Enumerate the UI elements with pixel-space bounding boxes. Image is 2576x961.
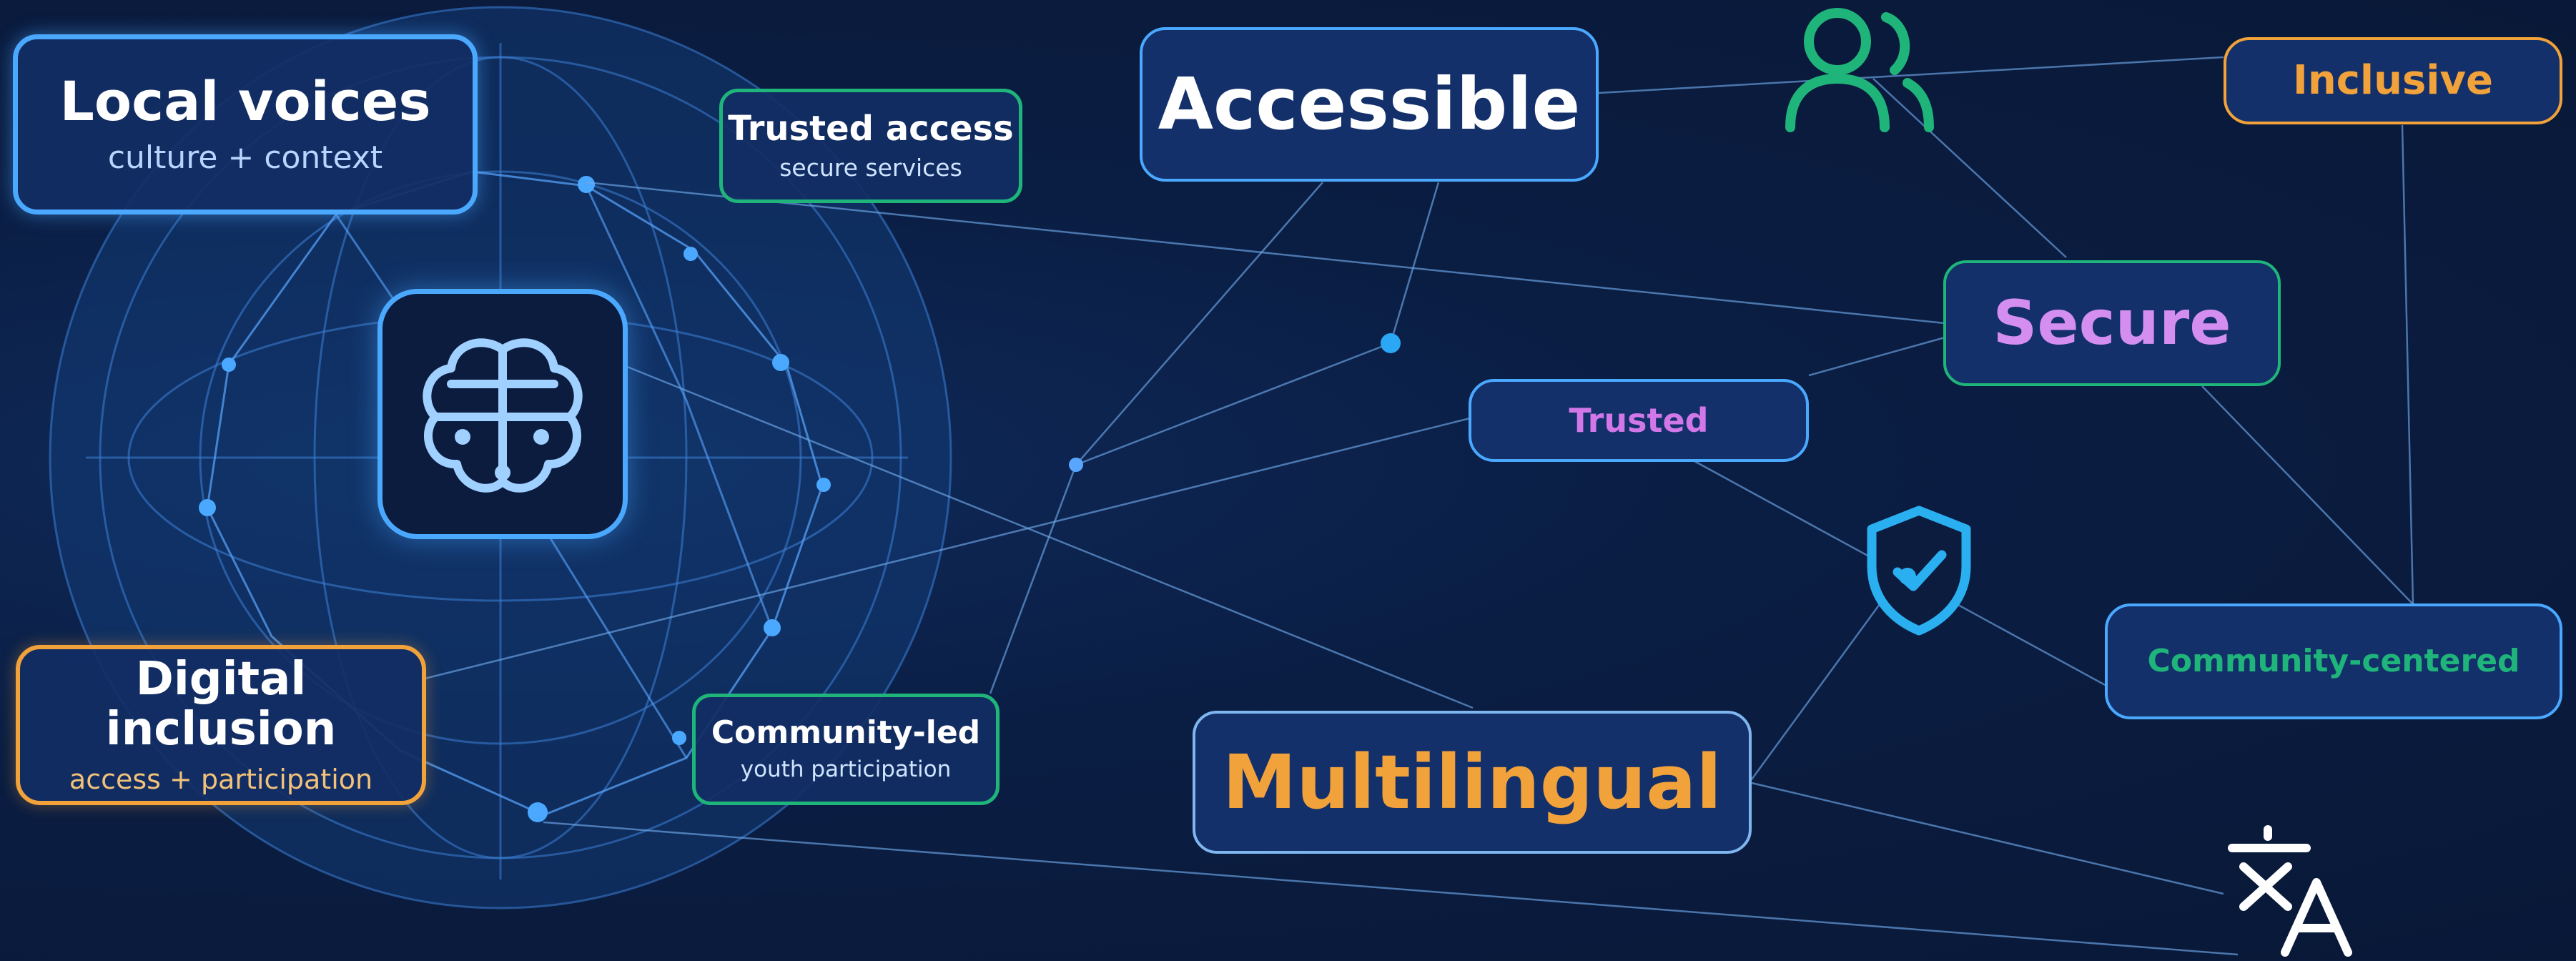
card-local-voices: Local voices culture + context xyxy=(13,34,478,215)
card-subtitle: youth participation xyxy=(740,756,952,782)
node-label: Community-centered xyxy=(2147,642,2520,679)
translate-icon xyxy=(2224,824,2367,958)
connector xyxy=(1751,782,2224,895)
card-title: Community-led xyxy=(711,714,981,751)
node-accessible: Accessible xyxy=(1140,27,1599,182)
node-inclusive: Inclusive xyxy=(2224,37,2562,124)
globe-node xyxy=(528,802,548,822)
users-icon xyxy=(1780,4,1938,133)
users-glyph xyxy=(1785,8,1934,132)
node-label: Trusted xyxy=(1569,400,1709,440)
card-title: Trusted access xyxy=(728,108,1014,149)
shield-check-glyph xyxy=(1867,506,1971,636)
globe-node xyxy=(199,499,216,516)
globe-node xyxy=(672,731,686,745)
junction-dot xyxy=(1381,333,1401,353)
card-title: Local voices xyxy=(59,69,431,133)
globe-node xyxy=(816,478,831,492)
node-multilingual: Multilingual xyxy=(1193,711,1752,854)
translate-glyph xyxy=(2228,825,2352,957)
connector xyxy=(1598,56,2224,94)
shield-check-icon xyxy=(1862,505,1976,636)
node-label: Inclusive xyxy=(2293,57,2493,104)
junction-dot xyxy=(1069,458,1083,472)
node-secure: Secure xyxy=(1943,260,2281,386)
connector xyxy=(2201,385,2414,605)
connector xyxy=(586,181,1945,325)
connector xyxy=(1872,78,2067,258)
connector xyxy=(421,417,1471,681)
connector xyxy=(1075,182,1323,465)
brain-cloud-glyph xyxy=(423,338,583,493)
card-title: Digital inclusion xyxy=(105,652,337,757)
node-community-centered: Community-centered xyxy=(2105,603,2562,719)
globe-node xyxy=(772,354,789,371)
connector xyxy=(1075,342,1391,466)
connector xyxy=(1389,182,1440,344)
globe-node xyxy=(684,247,698,261)
connector xyxy=(2401,124,2414,605)
node-trusted: Trusted xyxy=(1469,379,1809,462)
globe-network xyxy=(585,185,774,630)
connector xyxy=(1808,336,1945,377)
globe-nodes xyxy=(199,176,831,822)
card-subtitle: access + participation xyxy=(69,763,373,795)
node-label: Accessible xyxy=(1158,62,1581,146)
card-digital-inclusion: Digital inclusion access + participation xyxy=(16,645,426,805)
connector xyxy=(1750,593,1889,780)
card-subtitle: secure services xyxy=(779,153,962,182)
globe-node xyxy=(578,176,595,193)
node-label: Multilingual xyxy=(1222,738,1722,826)
junction-dots xyxy=(1069,333,1401,472)
connector xyxy=(989,464,1077,694)
globe-node xyxy=(222,358,236,372)
card-community-led: Community-led youth participation xyxy=(692,694,1000,805)
node-label: Secure xyxy=(1993,287,2231,359)
card-trusted-access: Trusted access secure services xyxy=(719,89,1022,203)
connectors xyxy=(421,56,2414,956)
card-subtitle: culture + context xyxy=(107,139,383,177)
globe-node xyxy=(764,619,781,636)
connector xyxy=(543,821,2239,956)
brain-cloud-icon xyxy=(377,289,628,539)
connector xyxy=(621,363,1474,709)
